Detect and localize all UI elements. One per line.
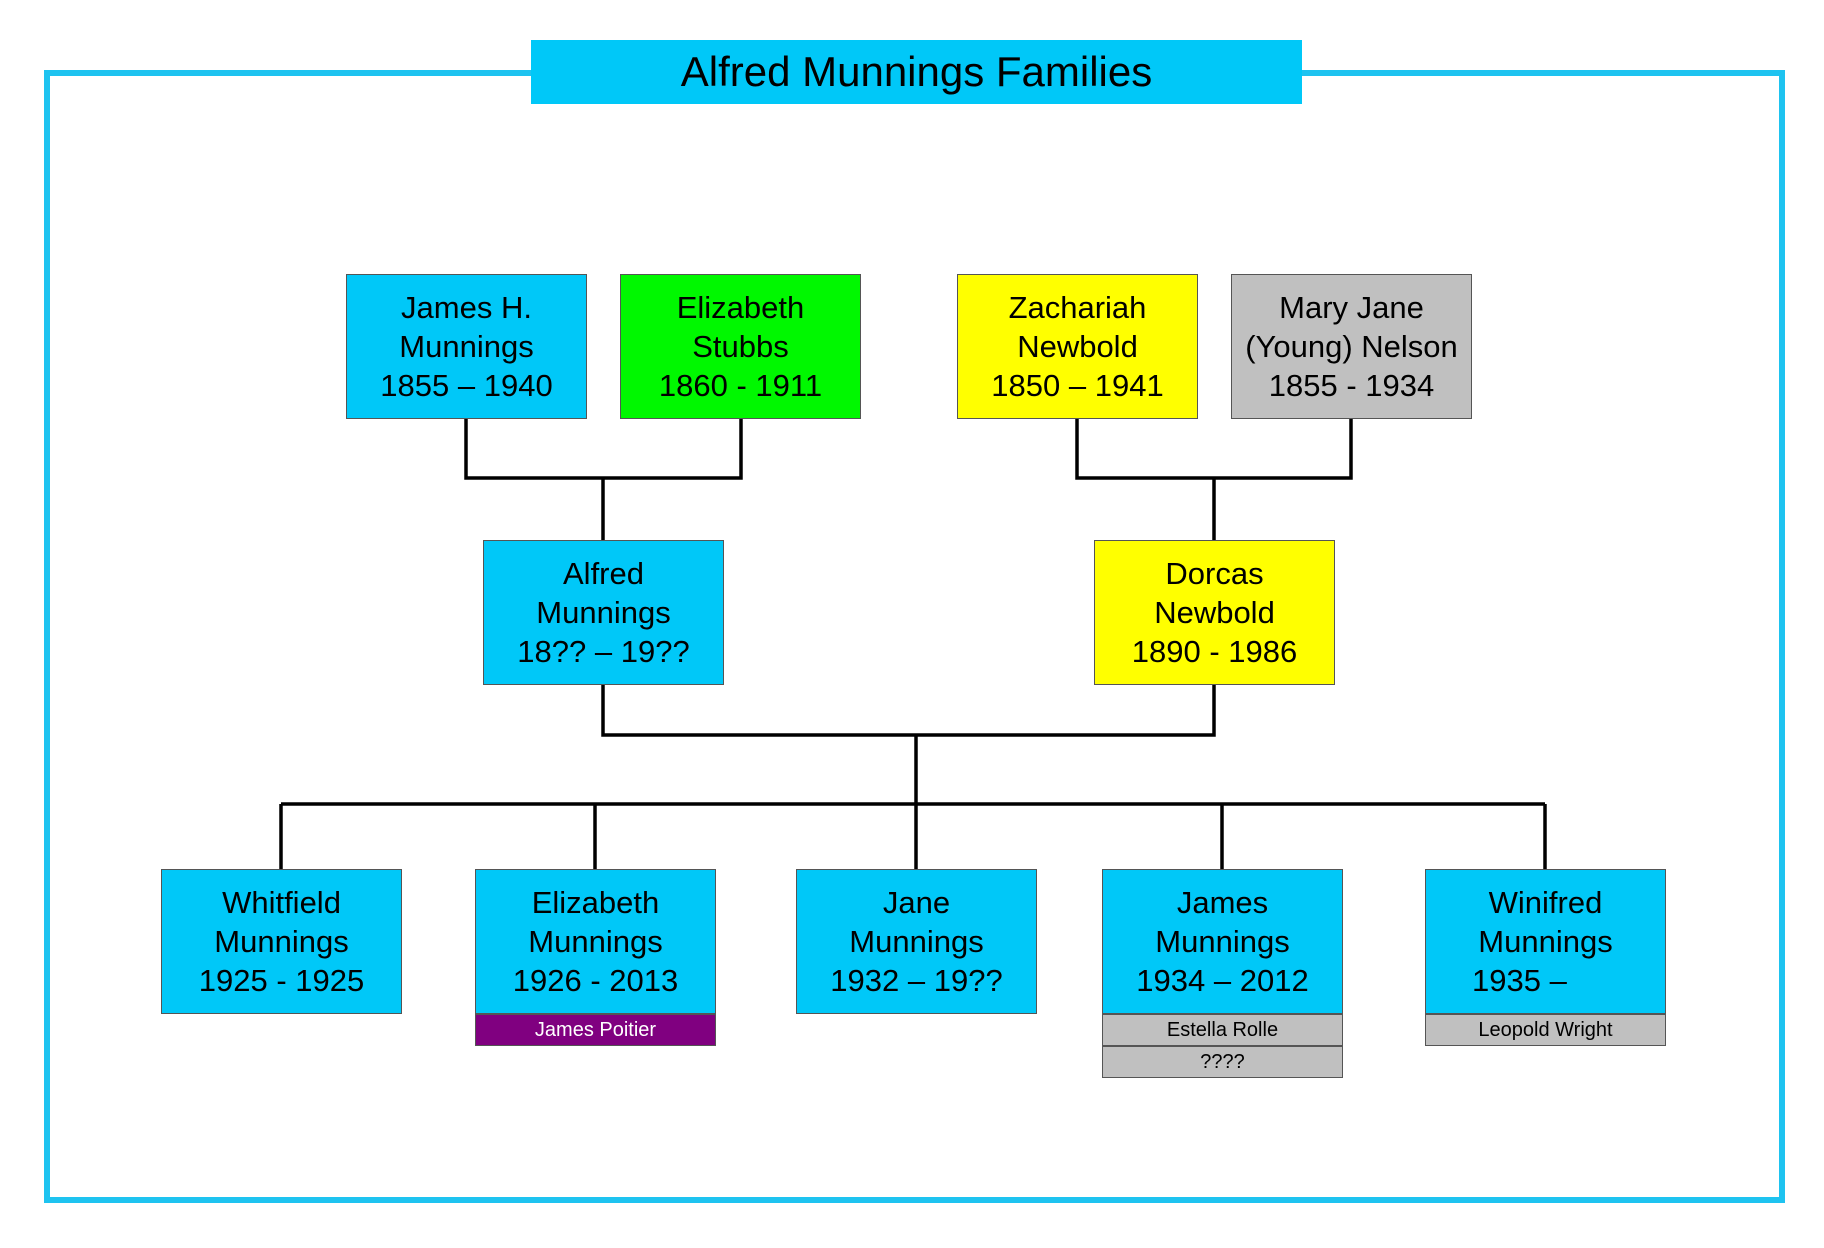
person-surname: Newbold xyxy=(1017,329,1138,364)
person-zachariah-newbold: Zachariah Newbold 1850 – 1941 xyxy=(957,274,1198,419)
spouse-estella-rolle: Estella Rolle xyxy=(1102,1014,1343,1046)
person-surname: (Young) Nelson xyxy=(1245,329,1458,364)
person-surname: Munnings xyxy=(536,595,671,630)
person-dates: 1850 – 1941 xyxy=(991,368,1164,403)
person-dates: 1860 - 1911 xyxy=(658,368,823,403)
person-james-h-munnings: James H. Munnings 1855 – 1940 xyxy=(346,274,587,419)
person-dates: 1934 – 2012 xyxy=(1136,963,1309,998)
connector-newbold-nelson xyxy=(1075,419,1353,480)
person-james-munnings: James Munnings 1934 – 2012 xyxy=(1102,869,1343,1014)
person-name: Whitfield xyxy=(222,885,341,920)
spouse-james-poitier: James Poitier xyxy=(475,1014,716,1046)
person-dates: 1925 - 1925 xyxy=(198,963,365,998)
person-surname: Munnings xyxy=(399,329,534,364)
person-dates: 1855 - 1934 xyxy=(1268,368,1435,403)
person-name: James H. xyxy=(401,290,532,325)
spouse-leopold-wright: Leopold Wright xyxy=(1425,1014,1666,1046)
person-winifred-munnings: Winifred Munnings 1935 – xyxy=(1425,869,1666,1014)
person-dorcas-newbold: Dorcas Newbold 1890 - 1986 xyxy=(1094,540,1335,685)
person-dates: 1932 – 19?? xyxy=(830,963,1003,998)
person-surname: Munnings xyxy=(1155,924,1290,959)
person-surname: Munnings xyxy=(214,924,349,959)
spouse-unknown: ???? xyxy=(1102,1046,1343,1078)
person-surname: Munnings xyxy=(528,924,663,959)
person-dates: 1855 – 1940 xyxy=(380,368,553,403)
person-elizabeth-stubbs: Elizabeth Stubbs 1860 - 1911 xyxy=(620,274,861,419)
person-name: Alfred xyxy=(563,556,644,591)
person-dates: 1935 – xyxy=(1472,963,1567,998)
person-jane-munnings: Jane Munnings 1932 – 19?? xyxy=(796,869,1037,1014)
page-title: Alfred Munnings Families xyxy=(531,40,1302,104)
person-name: Jane xyxy=(882,885,951,920)
person-surname: Munnings xyxy=(1478,924,1613,959)
person-alfred-munnings: Alfred Munnings 18?? – 19?? xyxy=(483,540,724,685)
person-name: Winifred xyxy=(1488,885,1603,920)
person-elizabeth-munnings: Elizabeth Munnings 1926 - 2013 xyxy=(475,869,716,1014)
person-name: Mary Jane xyxy=(1279,290,1424,325)
connector-munnings-stubbs xyxy=(464,419,743,480)
person-name: Elizabeth xyxy=(676,290,805,325)
person-name: Elizabeth xyxy=(531,885,660,920)
person-name: Dorcas xyxy=(1165,556,1264,591)
person-dates: 18?? – 19?? xyxy=(517,634,690,669)
connector-alfred-dorcas xyxy=(601,685,1216,737)
person-whitfield-munnings: Whitfield Munnings 1925 - 1925 xyxy=(161,869,402,1014)
person-mary-jane-nelson: Mary Jane (Young) Nelson 1855 - 1934 xyxy=(1231,274,1472,419)
person-surname: Newbold xyxy=(1154,595,1275,630)
person-dates: 1890 - 1986 xyxy=(1131,634,1298,669)
person-surname: Stubbs xyxy=(692,329,789,364)
person-surname: Munnings xyxy=(849,924,984,959)
person-name: Zachariah xyxy=(1008,290,1147,325)
person-name: James xyxy=(1176,885,1269,920)
person-dates: 1926 - 2013 xyxy=(512,963,679,998)
